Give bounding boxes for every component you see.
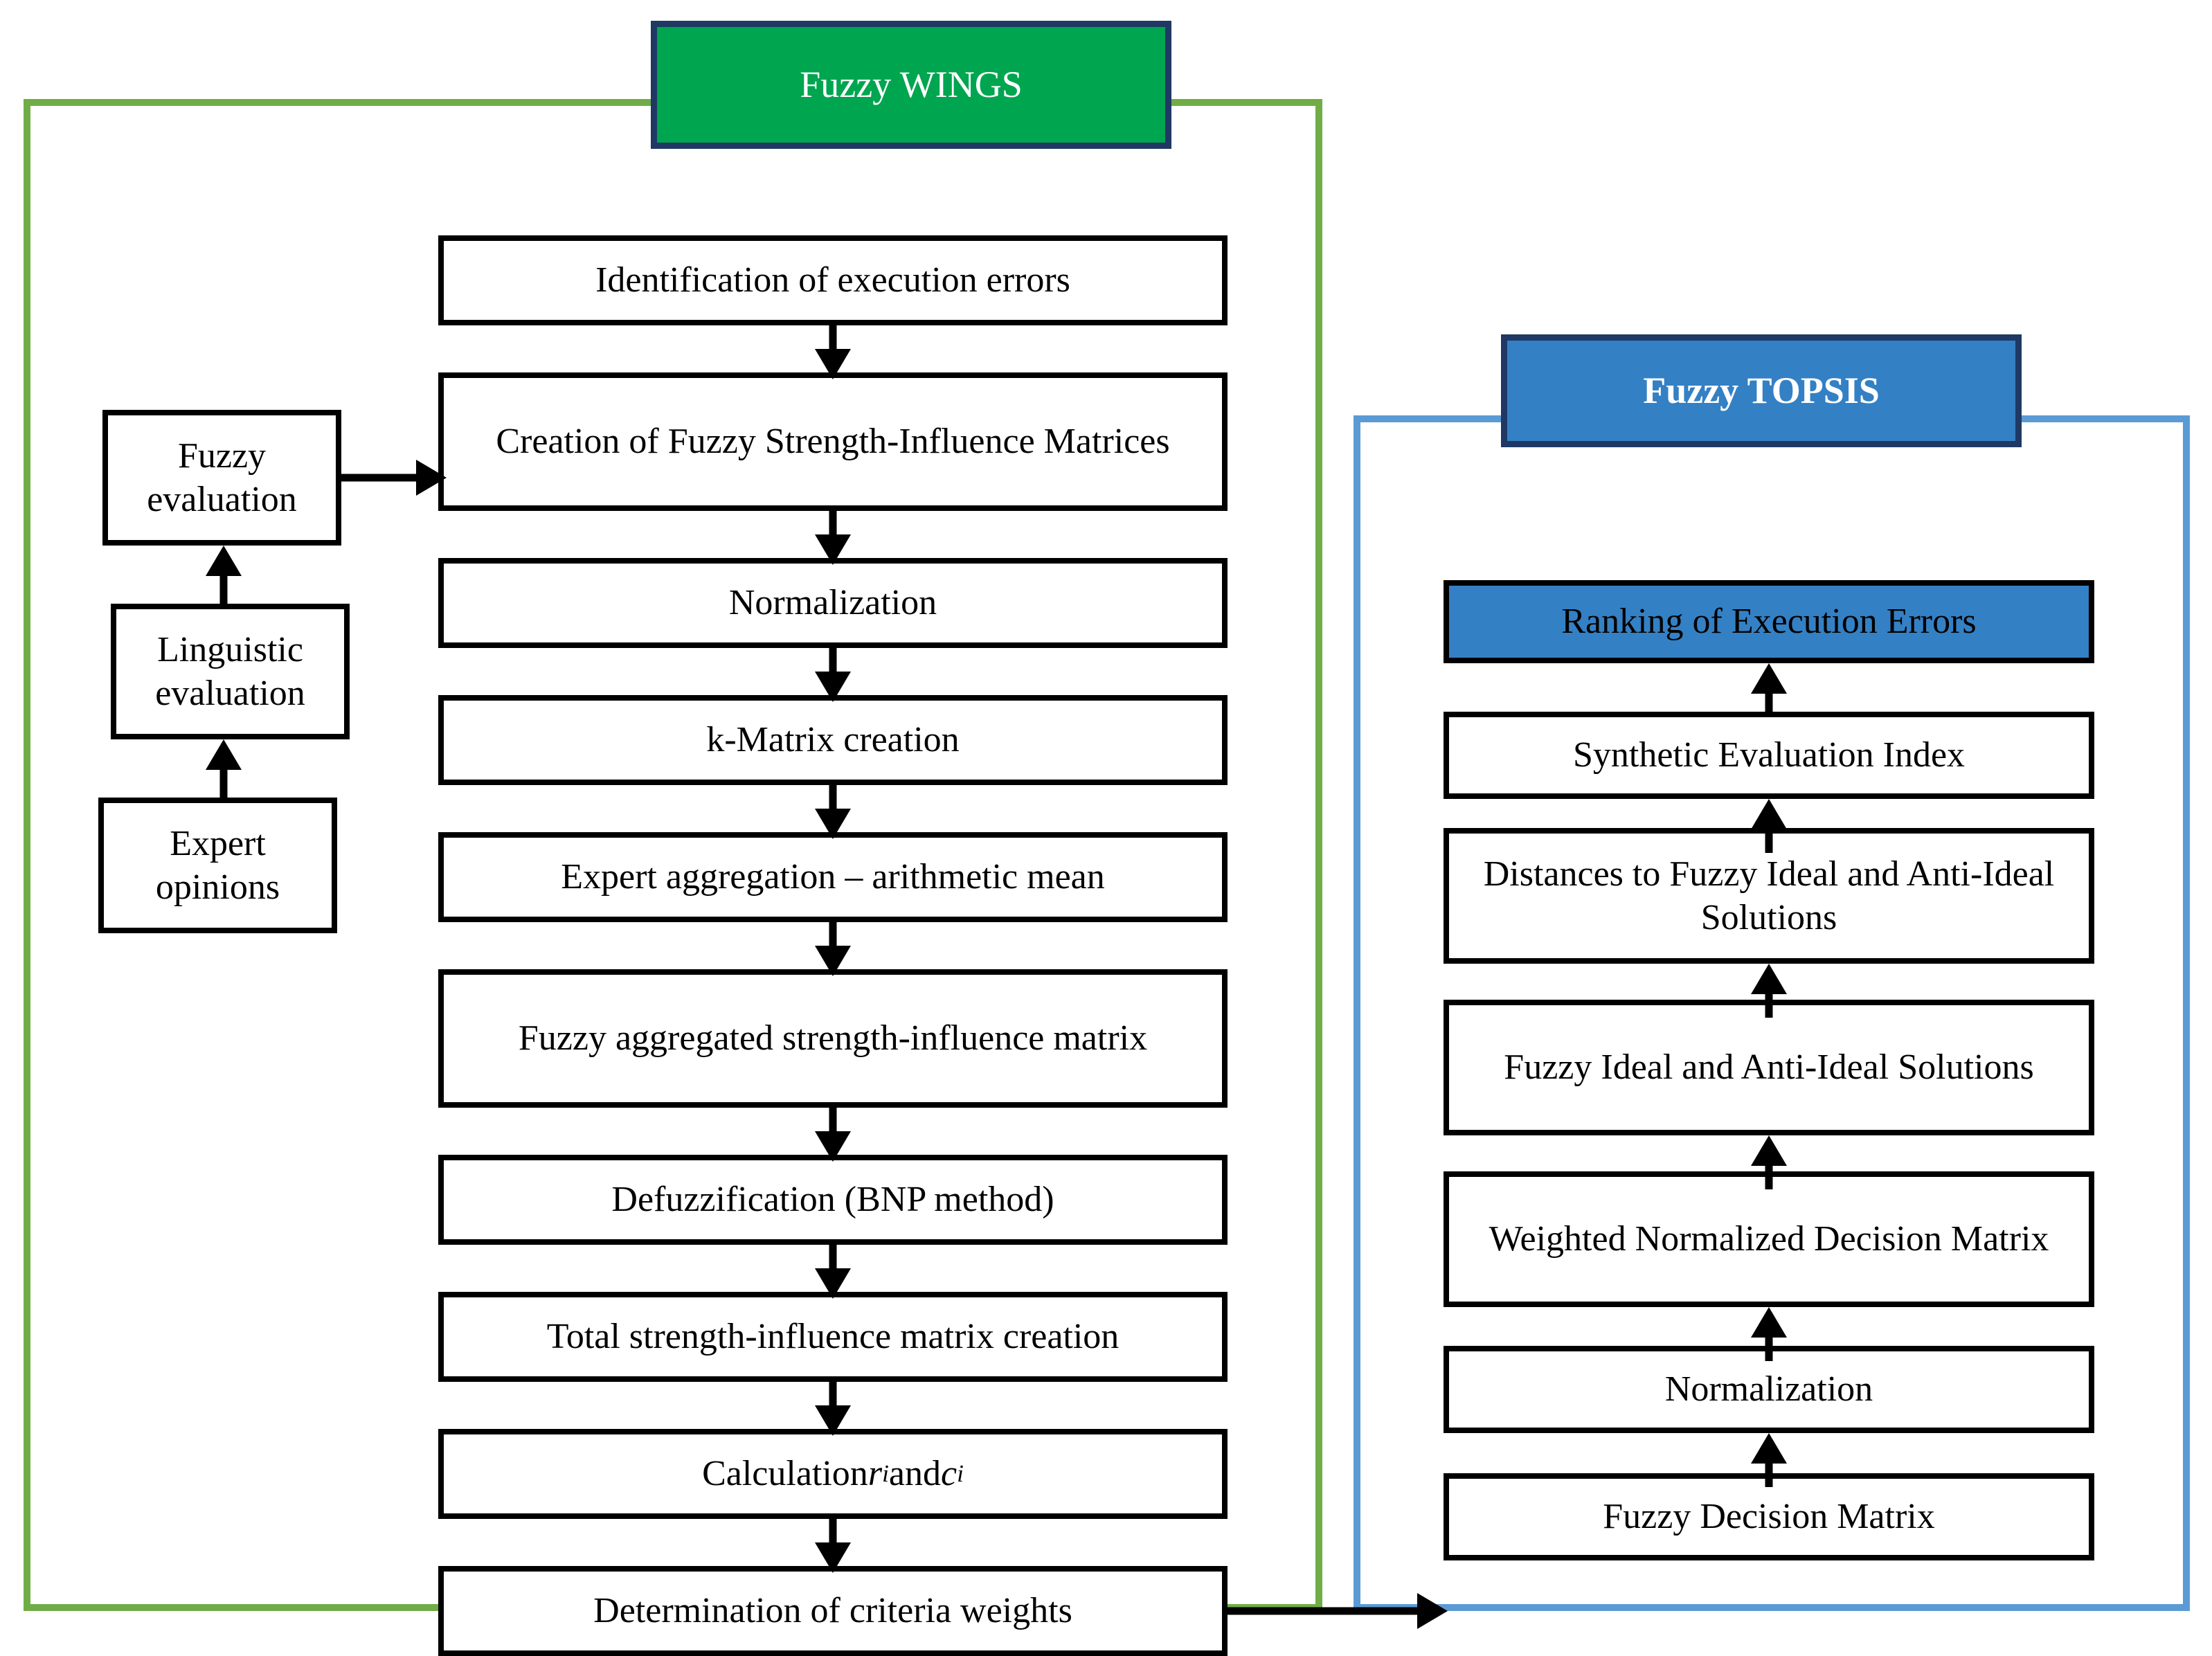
arrow-topsis-6 (1731, 663, 1807, 717)
box-k-matrix-creation[interactable]: k-Matrix creation (438, 695, 1228, 785)
arrow-topsis-3 (1731, 1135, 1807, 1189)
arrow-topsis-1 (1731, 1433, 1807, 1487)
box-fuzzy-aggregated-strength-influence-matrix[interactable]: Fuzzy aggregated strength-influence matr… (438, 969, 1228, 1108)
box-fuzzy-ideal-and-anti-ideal-solutions[interactable]: Fuzzy Ideal and Anti-Ideal Solutions (1444, 1000, 2094, 1135)
arrow-topsis-2 (1731, 1307, 1807, 1361)
box-fuzzy-evaluation[interactable]: Fuzzy evaluation (102, 410, 341, 546)
calc-subscript-c: i (957, 1459, 964, 1488)
box-synthetic-evaluation-index[interactable]: Synthetic Evaluation Index (1444, 712, 2094, 799)
box-expert-aggregation-arithmetic-mean[interactable]: Expert aggregation – arithmetic mean (438, 832, 1228, 922)
box-total-strength-influence-matrix-creation[interactable]: Total strength-influence matrix creation (438, 1292, 1228, 1382)
box-defuzzification-bnp-method[interactable]: Defuzzification (BNP method) (438, 1155, 1228, 1245)
arrow-wings-6 (795, 1108, 871, 1162)
box-expert-opinions[interactable]: Expert opinions (98, 798, 337, 933)
calc-symbol-r: r (867, 1454, 883, 1494)
arrow-wings-1 (795, 325, 871, 379)
calc-symbol-c: c (940, 1454, 957, 1494)
arrow-wings-7 (795, 1245, 871, 1299)
box-ranking-of-execution-errors[interactable]: Ranking of Execution Errors (1444, 580, 2094, 663)
calc-subscript-r: i (882, 1459, 889, 1488)
arrow-wings-5 (795, 922, 871, 976)
arrow-wings-2 (795, 511, 871, 565)
box-normalization-wings[interactable]: Normalization (438, 558, 1228, 648)
arrow-wings-3 (795, 648, 871, 702)
arrow-criteria-weights-to-fuzzy-decision-matrix (1228, 1583, 1448, 1639)
calc-prefix-label: Calculation (702, 1454, 868, 1494)
box-linguistic-evaluation[interactable]: Linguistic evaluation (111, 604, 350, 739)
arrow-wings-8 (795, 1382, 871, 1436)
arrow-wings-4 (795, 785, 871, 839)
arrow-topsis-5 (1731, 799, 1807, 853)
arrow-linguistic-to-fuzzy (186, 546, 262, 609)
box-weighted-normalized-decision-matrix[interactable]: Weighted Normalized Decision Matrix (1444, 1171, 2094, 1307)
box-identification-of-execution-errors[interactable]: Identification of execution errors (438, 235, 1228, 325)
box-creation-of-fuzzy-strength-influence-matrices[interactable]: Creation of Fuzzy Strength-Influence Mat… (438, 372, 1228, 511)
topsis-banner: Fuzzy TOPSIS (1501, 334, 2022, 447)
arrow-fuzzy-evaluation-to-creation (341, 450, 447, 505)
wings-banner: Fuzzy WINGS (651, 21, 1171, 149)
box-determination-of-criteria-weights[interactable]: Determination of criteria weights (438, 1566, 1228, 1656)
arrow-wings-9 (795, 1519, 871, 1573)
arrow-topsis-4 (1731, 964, 1807, 1018)
calc-conjunction-label: and (888, 1454, 941, 1494)
arrow-expert-to-linguistic (186, 739, 262, 803)
